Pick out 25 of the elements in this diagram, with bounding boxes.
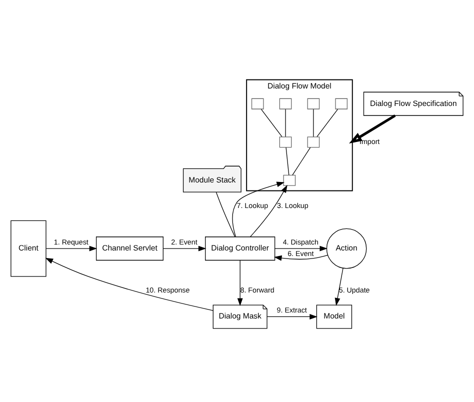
arrow <box>45 257 214 310</box>
node-box <box>251 98 264 109</box>
connector <box>216 191 236 237</box>
connector <box>286 146 290 175</box>
connector <box>285 108 286 137</box>
arrow <box>334 268 344 306</box>
connector <box>316 108 338 137</box>
arrow <box>266 313 318 319</box>
arrow <box>163 245 206 251</box>
node-box <box>307 98 320 109</box>
arrow <box>349 114 396 144</box>
connector <box>292 146 311 175</box>
arrow <box>274 245 328 251</box>
node-box <box>307 136 320 148</box>
arrow <box>232 181 285 237</box>
arrow <box>274 254 328 260</box>
connector <box>313 108 314 137</box>
node-box <box>279 136 292 148</box>
arrow <box>237 259 243 306</box>
node-box <box>283 174 296 186</box>
node-box <box>279 98 292 109</box>
arrow <box>46 245 98 251</box>
arrow <box>250 184 288 237</box>
connector <box>260 108 282 137</box>
node-box <box>335 98 348 109</box>
